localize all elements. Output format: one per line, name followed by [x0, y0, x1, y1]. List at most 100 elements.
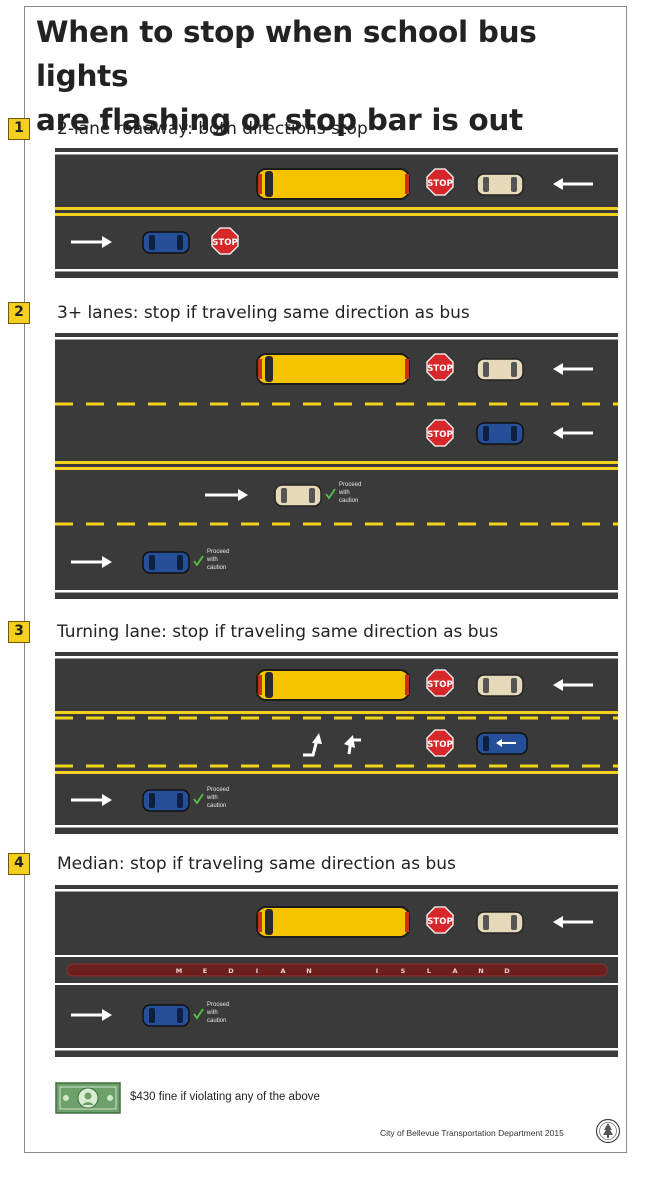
title-line-1: When to stop when school bus lights: [36, 15, 537, 93]
stop-sign: STOP: [426, 353, 454, 381]
arrow-left-icon: [553, 679, 593, 691]
road-diagram-1: STOP STOP: [55, 148, 618, 278]
caution-note: Proceed with caution: [206, 787, 229, 809]
median-letter: E: [203, 967, 207, 975]
turn-arrow-right-icon: [344, 735, 361, 755]
city-seal-icon: [595, 1118, 621, 1144]
turn-lane-solid-top: [55, 711, 618, 714]
edge-line-top: [55, 152, 618, 155]
car-tan: [476, 173, 524, 196]
center-line-b: [55, 467, 618, 470]
edge-line-top: [55, 889, 618, 892]
edge-line-bottom: [55, 825, 618, 828]
median-letter: N: [306, 967, 311, 975]
car-blue: [142, 551, 190, 574]
center-line-a: [55, 207, 618, 210]
stop-sign: STOP: [426, 906, 454, 934]
arrow-right-icon: [71, 556, 112, 568]
center-line-a: [55, 461, 618, 464]
stop-sign-text: STOP: [212, 238, 237, 248]
arrow-left-icon: [553, 178, 593, 190]
caution-line-2: with: [206, 795, 218, 801]
arrow-left-icon: [553, 916, 593, 928]
arrow-right-icon: [71, 236, 112, 248]
road-diagram-2: STOP STOP Proceed with caution: [55, 333, 618, 599]
car-blue: [142, 789, 190, 812]
section-4-label: Median: stop if traveling same direction…: [57, 854, 456, 874]
edge-line-top: [55, 656, 618, 659]
car-blue-turning: [476, 732, 528, 755]
credit-line: City of Bellevue Transportation Departme…: [380, 1128, 564, 1138]
median-letter: M: [176, 967, 182, 975]
section-1-label: 2-lane roadway: both directions stop: [57, 119, 368, 139]
section-3-badge: 3: [8, 621, 30, 643]
stop-sign-text: STOP: [427, 179, 452, 189]
arrow-right-icon: [205, 489, 248, 501]
turn-lane-solid-bottom: [55, 771, 618, 774]
edge-line-top: [55, 337, 618, 340]
median-letter: N: [478, 967, 483, 975]
checkmark-icon: [193, 555, 204, 567]
school-bus: [256, 906, 410, 938]
median-letter: A: [452, 967, 457, 975]
section-4-badge: 4: [8, 853, 30, 875]
section-2-badge: 2: [8, 302, 30, 324]
school-bus: [256, 353, 410, 385]
caution-line-3: caution: [207, 803, 226, 809]
median-letter: S: [401, 967, 406, 975]
stop-sign: STOP: [426, 729, 454, 757]
car-tan: [476, 911, 524, 934]
car-blue: [476, 422, 524, 445]
stop-sign-text: STOP: [427, 740, 452, 750]
road-diagram-3: STOP STOP Proceed with c: [55, 652, 618, 834]
section-3-label: Turning lane: stop if traveling same dir…: [57, 622, 499, 642]
caution-line-3: caution: [207, 565, 226, 571]
edge-line-bottom: [55, 590, 618, 593]
car-blue: [142, 231, 190, 254]
stop-sign: STOP: [211, 227, 239, 255]
caution-line-2: with: [338, 490, 350, 496]
caution-line-1: Proceed: [207, 787, 229, 793]
section-2-header: 2 3+ lanes: stop if traveling same direc…: [8, 300, 628, 326]
checkmark-icon: [193, 793, 204, 805]
section-3-header: 3 Turning lane: stop if traveling same d…: [8, 619, 628, 645]
median-letter: D: [228, 967, 234, 975]
median-island-label: M E D I A N I S L A N D: [176, 967, 511, 975]
car-tan: [274, 484, 322, 507]
dollar-bill-icon: [55, 1082, 121, 1114]
car-blue: [142, 1004, 190, 1027]
caution-line-1: Proceed: [339, 482, 361, 488]
stop-sign: STOP: [426, 168, 454, 196]
stop-sign: STOP: [426, 419, 454, 447]
edge-line-bottom: [55, 269, 618, 272]
turn-arrow-left-icon: [303, 733, 322, 757]
fine-text: $430 fine if violating any of the above: [130, 1091, 320, 1103]
center-line-b: [55, 213, 618, 216]
arrow-left-icon: [553, 363, 593, 375]
arrow-right-icon: [71, 794, 112, 806]
arrow-right-icon: [71, 1009, 112, 1021]
stop-sign-text: STOP: [427, 430, 452, 440]
median-letter: I: [376, 967, 378, 975]
car-tan: [476, 358, 524, 381]
caution-line-3: caution: [339, 498, 358, 504]
checkmark-icon: [193, 1008, 204, 1020]
edge-line-bottom: [55, 1048, 618, 1051]
stop-sign-text: STOP: [427, 364, 452, 374]
median-letter: I: [256, 967, 258, 975]
fine-notice: $430 fine if violating any of the above: [55, 1082, 355, 1116]
section-4-header: 4 Median: stop if traveling same directi…: [8, 851, 628, 877]
median-island: [66, 963, 608, 977]
school-bus: [256, 669, 410, 701]
arrow-left-icon: [553, 427, 593, 439]
school-bus: [256, 168, 410, 200]
title-line-2: are flashing or stop bar is out: [36, 103, 523, 137]
median-letter: L: [427, 967, 431, 975]
stop-sign-text: STOP: [427, 917, 452, 927]
median-letter: A: [280, 967, 285, 975]
poster-title: When to stop when school bus lights are …: [36, 10, 626, 142]
stop-sign-text: STOP: [427, 680, 452, 690]
section-1-header: 1 2-lane roadway: both directions stop: [8, 116, 628, 142]
section-1-badge: 1: [8, 118, 30, 140]
caution-line-2: with: [206, 557, 218, 563]
